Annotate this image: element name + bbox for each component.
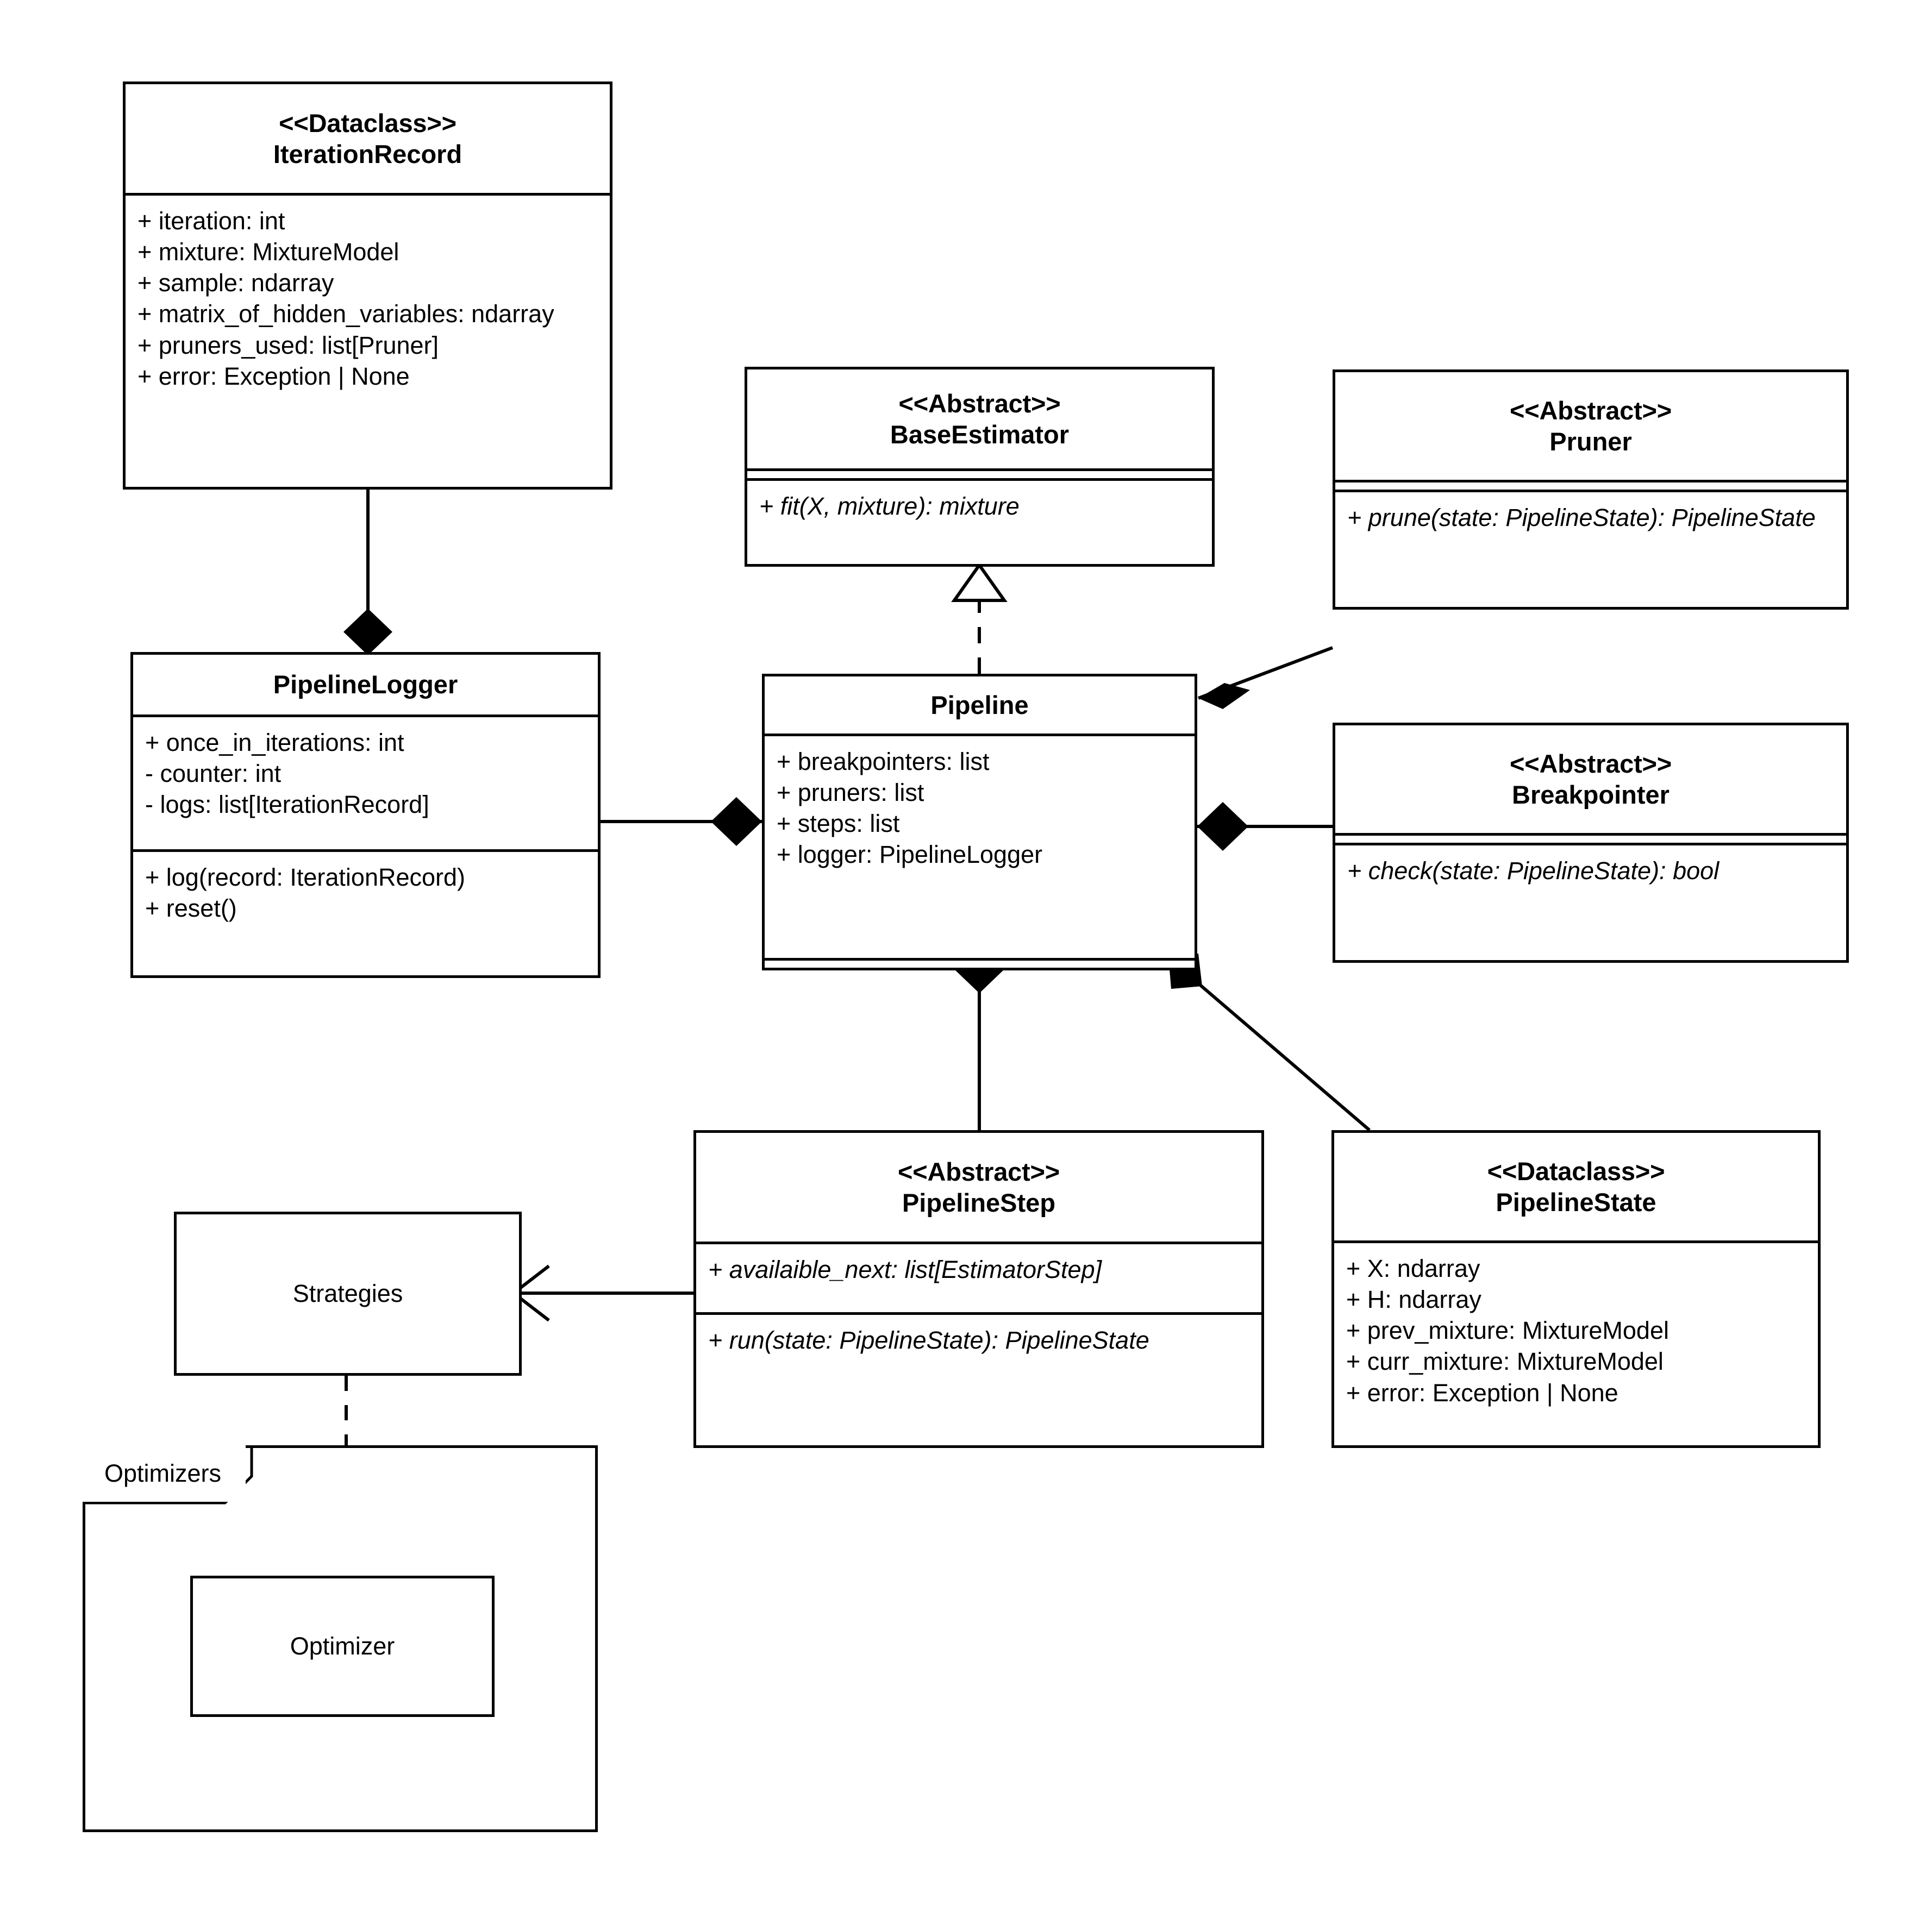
method-row: + reset()	[145, 894, 237, 923]
attribute-row: + availaible_next: list[EstimatorStep]	[708, 1256, 1102, 1283]
class-pipeline-state[interactable]: <<Dataclass>> PipelineState + X: ndarray…	[1331, 1130, 1821, 1448]
class-name-pipeline: Pipeline	[930, 690, 1029, 719]
class-header-pipeline-state: <<Dataclass>> PipelineState	[1334, 1133, 1818, 1240]
attribute-row: + prev_mixture: MixtureModel	[1346, 1317, 1669, 1345]
attribute-row: + pruners: list	[777, 779, 924, 807]
attributes-pipeline-logger: + once_in_iterations: int - counter: int…	[133, 714, 598, 849]
class-optimizer[interactable]: Optimizer	[190, 1576, 495, 1717]
composition-diamond-pipelinelogger	[343, 609, 392, 655]
link-pipelinestate-pipeline	[1197, 982, 1371, 1132]
package-tab-label-optimizers: Optimizers	[83, 1445, 246, 1502]
class-name-breakpointer: Breakpointer	[1512, 780, 1670, 809]
attributes-base-estimator	[747, 468, 1212, 478]
attribute-row: + iteration: int	[137, 207, 285, 235]
attribute-row: + once_in_iterations: int	[145, 729, 404, 756]
attribute-row: + logger: PipelineLogger	[777, 841, 1043, 869]
attribute-row: + matrix_of_hidden_variables: ndarray	[137, 300, 554, 328]
class-name-pipeline-logger: PipelineLogger	[273, 670, 458, 699]
package-name-optimizers: Optimizers	[104, 1459, 222, 1487]
class-name-pipeline-step: PipelineStep	[902, 1188, 1056, 1217]
attribute-row: - counter: int	[145, 760, 282, 788]
stereotype-pipeline-state: <<Dataclass>>	[1487, 1156, 1665, 1186]
class-header-base-estimator: <<Abstract>> BaseEstimator	[747, 369, 1212, 468]
class-pipeline[interactable]: Pipeline + breakpointers: list + pruners…	[762, 674, 1197, 970]
attribute-row: - logs: list[IterationRecord]	[145, 791, 429, 819]
composition-diamond-pipeline-breakpointer-end	[1197, 802, 1248, 851]
methods-base-estimator: + fit(X, mixture): mixture	[747, 478, 1212, 564]
method-row: + check(state: PipelineState): bool	[1347, 857, 1720, 885]
link-pruner-pipeline	[1197, 646, 1334, 700]
attributes-iteration-record: + iteration: int + mixture: MixtureModel…	[126, 193, 610, 487]
composition-diamond-pipeline-pruner-end	[1198, 683, 1250, 709]
attribute-row: + steps: list	[777, 810, 900, 838]
stereotype-base-estimator: <<Abstract>>	[898, 388, 1061, 418]
attribute-row: + pruners_used: list[Pruner]	[137, 331, 439, 359]
class-base-estimator[interactable]: <<Abstract>> BaseEstimator + fit(X, mixt…	[745, 367, 1215, 567]
class-header-pipeline-step: <<Abstract>> PipelineStep	[696, 1133, 1261, 1242]
stereotype-breakpointer: <<Abstract>>	[1509, 749, 1672, 778]
class-name-iteration-record: IterationRecord	[273, 140, 462, 168]
method-row: + fit(X, mixture): mixture	[759, 492, 1020, 520]
attributes-pipeline-step: + availaible_next: list[EstimatorStep]	[696, 1242, 1261, 1312]
class-pipeline-logger[interactable]: PipelineLogger + once_in_iterations: int…	[130, 652, 601, 978]
methods-pruner: + prune(state: PipelineState): PipelineS…	[1335, 490, 1846, 607]
attribute-row: + H: ndarray	[1346, 1286, 1481, 1314]
attribute-row: + sample: ndarray	[137, 269, 334, 297]
attribute-row: + error: Exception | None	[1346, 1378, 1618, 1407]
class-pruner[interactable]: <<Abstract>> Pruner + prune(state: Pipel…	[1333, 369, 1849, 610]
methods-pipeline-logger: + log(record: IterationRecord) + reset()	[133, 849, 598, 975]
class-header-iteration-record: <<Dataclass>> IterationRecord	[126, 84, 610, 193]
methods-pipeline-step: + run(state: PipelineState): PipelineSta…	[696, 1312, 1261, 1445]
methods-pipeline	[765, 958, 1195, 968]
class-header-pipeline-logger: PipelineLogger	[133, 655, 598, 714]
attribute-row: + mixture: MixtureModel	[137, 238, 399, 266]
class-strategies[interactable]: Strategies	[174, 1212, 522, 1376]
attributes-breakpointer	[1335, 833, 1846, 843]
attribute-row: + curr_mixture: MixtureModel	[1346, 1347, 1664, 1376]
class-name-optimizer: Optimizer	[290, 1632, 395, 1660]
stereotype-pipeline-step: <<Abstract>>	[897, 1157, 1060, 1186]
method-row: + log(record: IterationRecord)	[145, 863, 466, 891]
attribute-row: + X: ndarray	[1346, 1255, 1480, 1282]
class-pipeline-step[interactable]: <<Abstract>> PipelineStep + availaible_n…	[693, 1130, 1264, 1448]
class-header-pipeline: Pipeline	[765, 676, 1195, 734]
stereotype-iteration-record: <<Dataclass>>	[279, 108, 457, 137]
method-row: + run(state: PipelineState): PipelineSta…	[708, 1326, 1149, 1354]
class-name-pipeline-state: PipelineState	[1496, 1188, 1656, 1217]
attributes-pipeline-state: + X: ndarray + H: ndarray + prev_mixture…	[1334, 1240, 1818, 1445]
methods-breakpointer: + check(state: PipelineState): bool	[1335, 843, 1846, 960]
method-row: + prune(state: PipelineState): PipelineS…	[1347, 504, 1816, 531]
class-header-breakpointer: <<Abstract>> Breakpointer	[1335, 725, 1846, 833]
class-iteration-record[interactable]: <<Dataclass>> IterationRecord + iteratio…	[123, 82, 612, 490]
class-name-pruner: Pruner	[1549, 427, 1632, 456]
attributes-pruner	[1335, 480, 1846, 490]
composition-diamond-pipeline-logger-end	[711, 797, 762, 846]
class-name-base-estimator: BaseEstimator	[890, 420, 1070, 449]
stereotype-pruner: <<Abstract>>	[1509, 396, 1672, 425]
class-name-strategies: Strategies	[292, 1280, 403, 1307]
realization-triangle-baseestimator	[951, 562, 1008, 602]
attributes-pipeline: + breakpointers: list + pruners: list + …	[765, 734, 1195, 958]
attribute-row: + breakpointers: list	[777, 748, 990, 775]
attribute-row: + error: Exception | None	[137, 362, 410, 390]
class-breakpointer[interactable]: <<Abstract>> Breakpointer + check(state:…	[1333, 723, 1849, 963]
class-header-pruner: <<Abstract>> Pruner	[1335, 372, 1846, 480]
